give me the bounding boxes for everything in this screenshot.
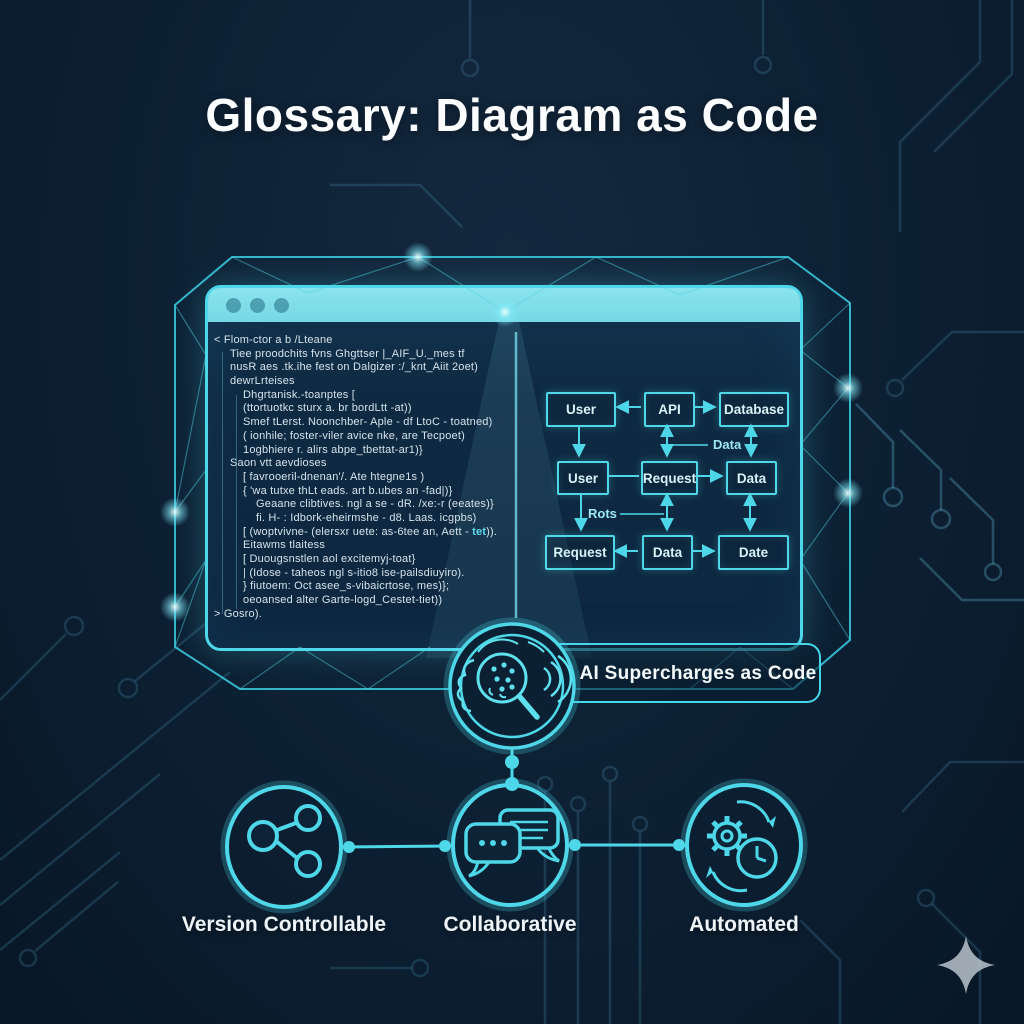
flow-box-data-2: Data [642,535,693,570]
flow-box-date: Date [718,535,789,570]
flow-box-database: Database [719,392,789,427]
speech-bubbles-icon [464,808,560,878]
gear-clock-icon [706,800,778,893]
edge-label-data: Data [713,437,742,452]
flow-box-request-2: Request [545,535,615,570]
flow-box-data-1: Data [726,461,777,495]
flow-box-user-2: User [557,461,609,495]
indent-guide [236,395,237,609]
connector-dots [343,839,685,853]
four-point-sparkle-icon [937,936,995,994]
flow-box-user-1: User [546,392,616,427]
edge-label-rots: Rots [588,506,617,521]
brain-magnifier-icon [456,638,573,720]
feature-label-automated: Automated [689,913,799,936]
window-dot [250,297,265,313]
git-branch-icon [247,804,322,878]
page-title: Glossary: Diagram as Code [205,89,819,141]
window-dot [274,297,289,313]
indent-guide [222,352,223,614]
browser-window [205,285,803,651]
flow-box-request-1: Request [641,461,698,495]
feature-label-collaborative: Collaborative [443,913,577,936]
ai-badge-label: AI Supercharges as Code [579,663,817,684]
flow-box-api: API [644,392,695,427]
window-dot [226,297,241,313]
flowchart-arrows [572,400,758,558]
feature-label-version: Version Controllable [181,913,387,936]
